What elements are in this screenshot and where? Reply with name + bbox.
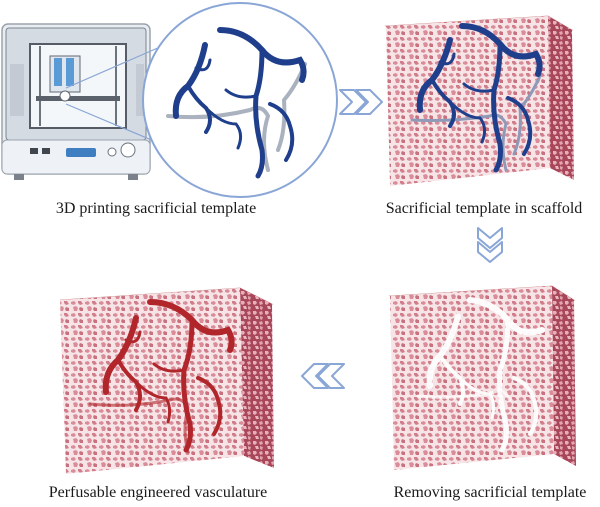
scaffold-perfused xyxy=(59,287,274,474)
caption-step2: Sacrificial template in scaffold xyxy=(385,200,583,217)
double-chevron-down-icon xyxy=(477,227,503,263)
scaffold-with-template xyxy=(384,15,574,186)
caption-step3: Removing sacrificial template xyxy=(393,484,587,501)
double-chevron-right-icon xyxy=(339,89,383,115)
caption-step1: 3D printing sacrificial template xyxy=(55,200,257,217)
scaffold-template-removed xyxy=(388,285,576,470)
sacrificial-template-graphic xyxy=(166,27,307,179)
magnifier-circle-icon xyxy=(142,2,338,198)
caption-step4: Perfusable engineered vasculature xyxy=(48,484,268,501)
double-chevron-left-icon xyxy=(301,363,345,389)
printer-icon xyxy=(1,23,151,180)
